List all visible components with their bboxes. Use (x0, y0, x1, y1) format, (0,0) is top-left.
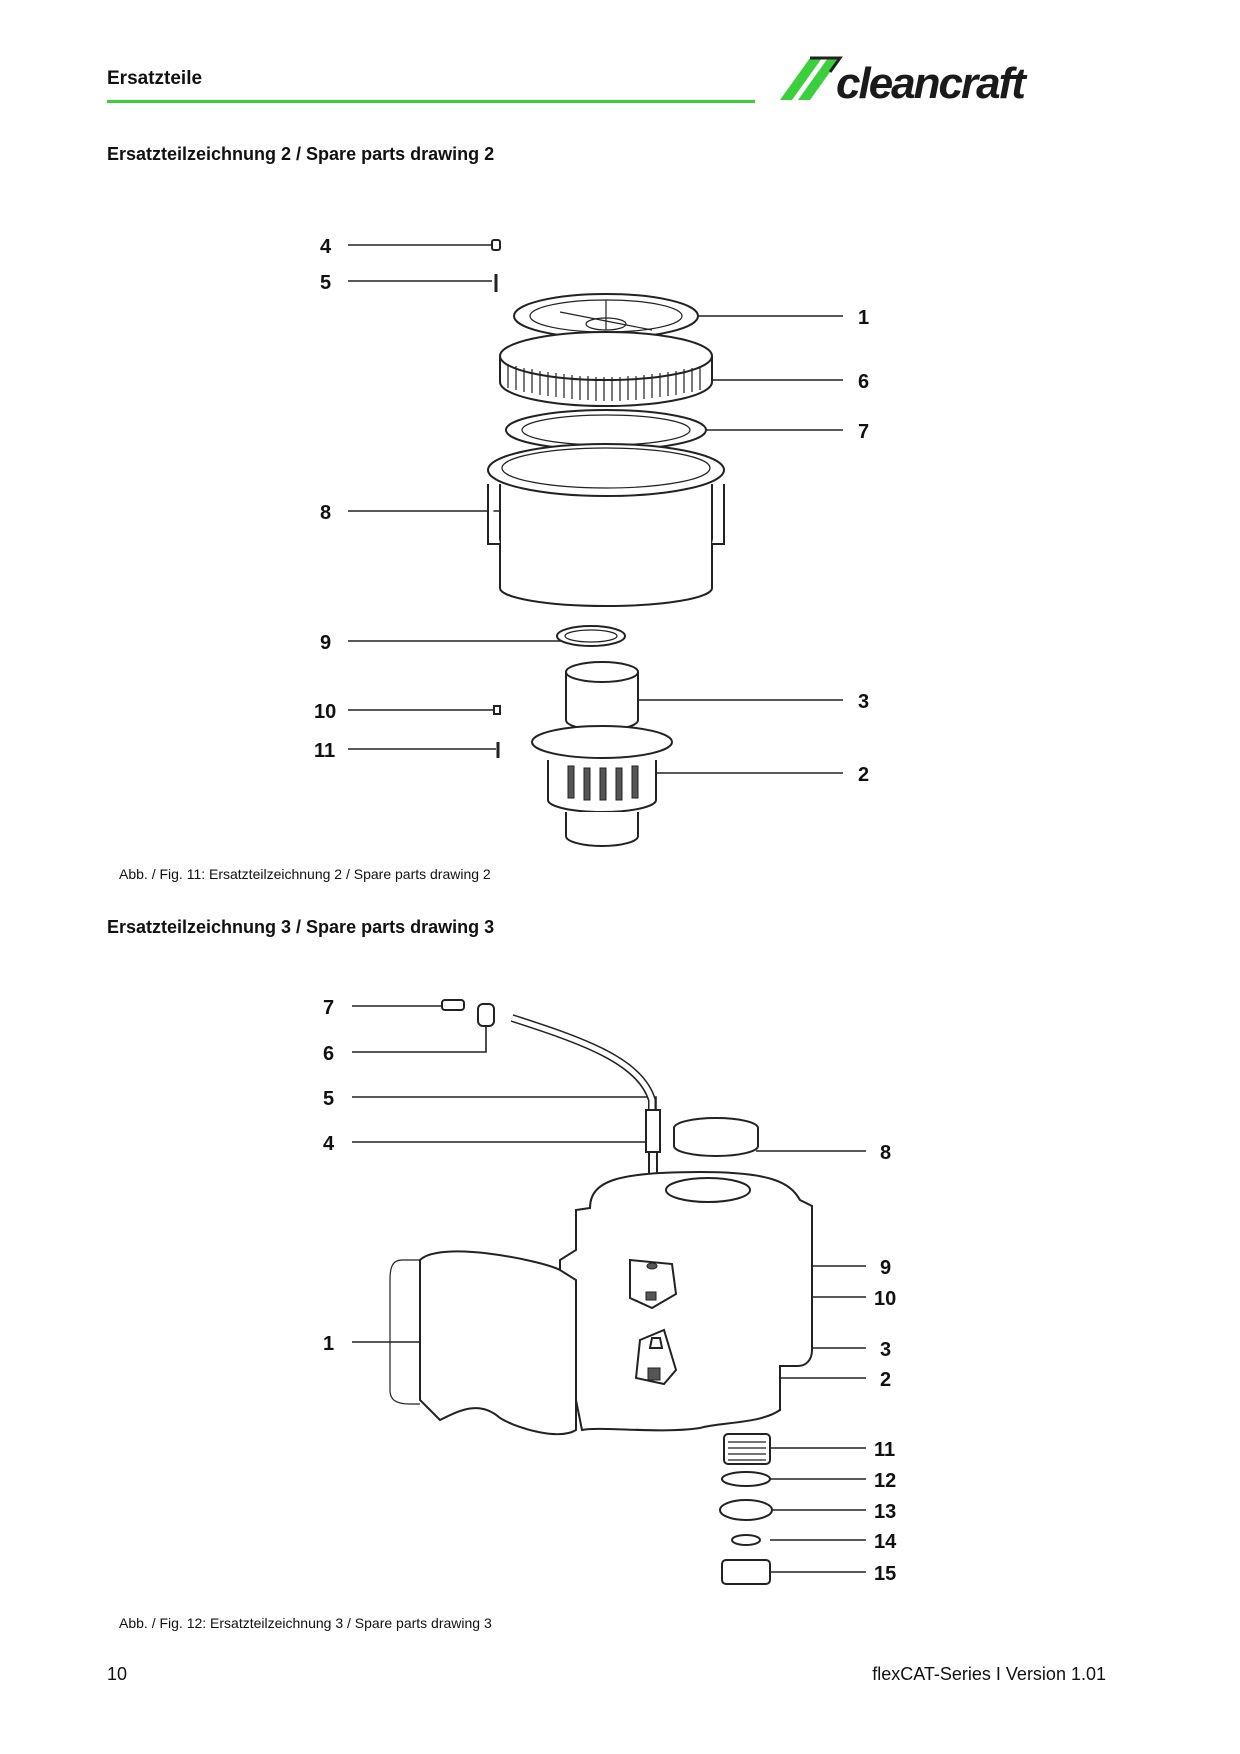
d3-label-12: 12 (874, 1470, 896, 1492)
doc-version: flexCAT-Series I Version 1.01 (872, 1664, 1106, 1684)
d3-label-13: 13 (874, 1501, 896, 1523)
d2-label-5: 5 (320, 272, 331, 294)
spare-parts-drawing-3: 7 6 5 4 1 8 9 10 3 2 11 12 13 14 15 (323, 997, 897, 1585)
d3-label-2: 2 (880, 1369, 891, 1391)
d3-label-4: 4 (323, 1133, 335, 1155)
header-rule (107, 100, 755, 103)
d2-label-1: 1 (858, 307, 869, 329)
filter-pleats (507, 364, 701, 401)
d3-label-9: 9 (880, 1257, 891, 1279)
d3-label-1: 1 (323, 1333, 334, 1355)
thread-lines (728, 1441, 766, 1461)
d2-label-10: 10 (314, 701, 336, 723)
d3-label-8: 8 (880, 1142, 891, 1164)
logo-text: cleancraft (836, 59, 1028, 106)
cleancraft-logo: cleancraft (780, 56, 1030, 106)
d3-label-15: 15 (874, 1563, 896, 1585)
d2-label-11: 11 (314, 740, 335, 762)
logo-mark-icon (780, 56, 843, 100)
d3-label-6: 6 (323, 1043, 334, 1065)
drawing2-title: Ersatzteilzeichnung 2 / Spare parts draw… (107, 144, 495, 164)
d2-label-3: 3 (858, 691, 869, 713)
d2-label-2: 2 (858, 764, 869, 786)
d2-label-7: 7 (858, 421, 869, 443)
d3-label-10: 10 (874, 1288, 896, 1310)
d2-label-9: 9 (320, 632, 331, 654)
housing-ribs (567, 765, 639, 801)
drawing3-caption: Abb. / Fig. 12: Ersatzteilzeichnung 3 / … (119, 1615, 492, 1631)
d3-label-11: 11 (874, 1439, 895, 1461)
spare-parts-drawing-2: 4 5 8 9 10 11 1 6 7 3 2 (314, 236, 869, 847)
d2-label-8: 8 (320, 502, 331, 524)
page-number: 10 (107, 1664, 128, 1684)
page-header-title: Ersatzteile (107, 68, 203, 89)
drawing2-caption: Abb. / Fig. 11: Ersatzteilzeichnung 2 / … (119, 866, 491, 882)
d3-label-14: 14 (874, 1531, 897, 1553)
d3-label-3: 3 (880, 1339, 891, 1361)
d2-label-4: 4 (320, 236, 332, 258)
drawing3-title: Ersatzteilzeichnung 3 / Spare parts draw… (107, 917, 495, 937)
d3-label-7: 7 (323, 997, 334, 1019)
d3-label-5: 5 (323, 1088, 334, 1110)
d2-label-6: 6 (858, 371, 869, 393)
